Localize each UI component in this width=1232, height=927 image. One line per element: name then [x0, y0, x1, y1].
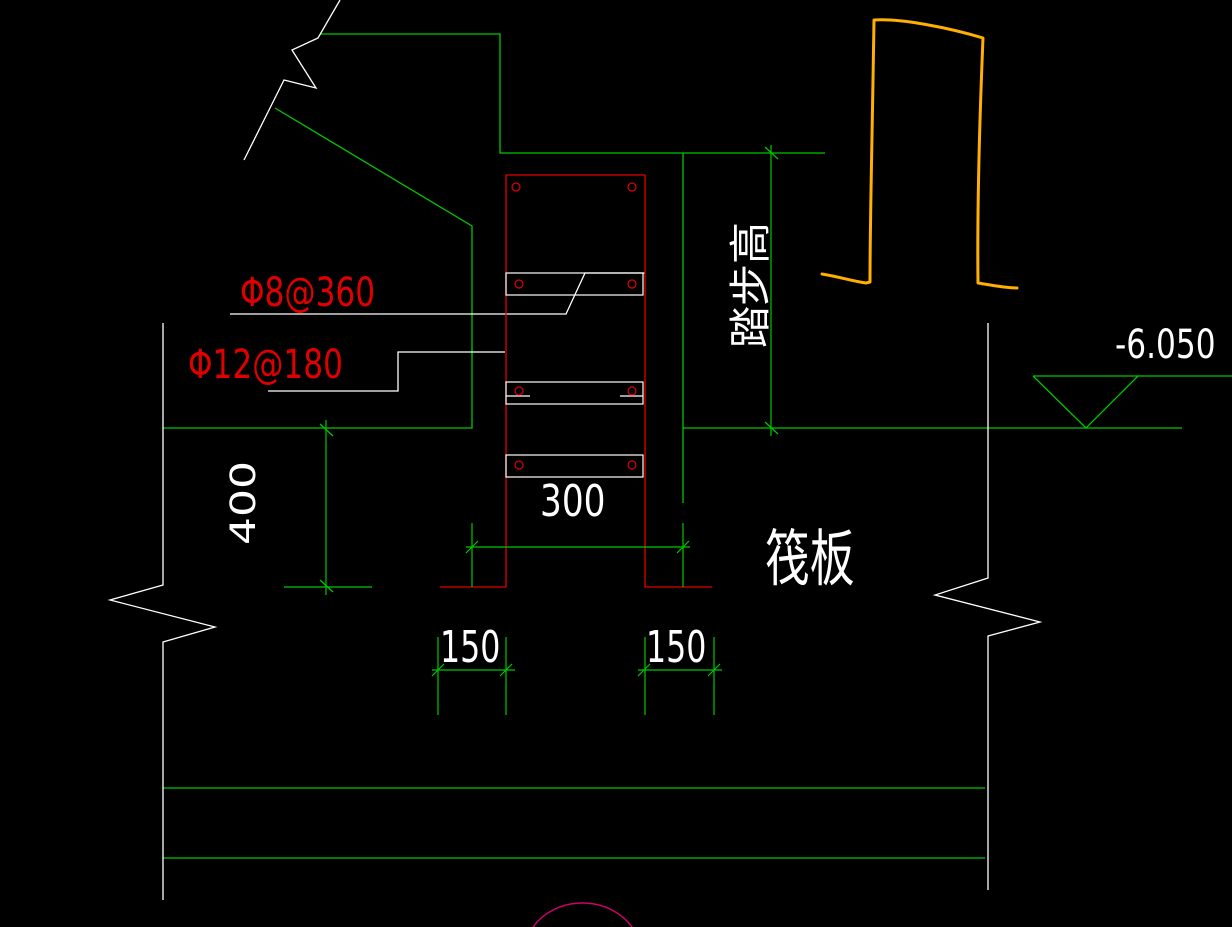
- dim-right-150-label: 150: [646, 622, 706, 674]
- rebar-longitudinal-label: Φ12@180: [188, 342, 343, 388]
- rebar-stirrup-label: Φ8@360: [240, 270, 375, 316]
- stirrup-ties: [505, 272, 644, 478]
- dim-300-label: 300: [540, 476, 605, 527]
- bottom-arc: [532, 902, 633, 927]
- rebar-dots: [511, 182, 637, 470]
- elevation-label: -6.050: [1115, 322, 1216, 368]
- markup-sketch: [820, 18, 1019, 290]
- dimension-lines: [284, 145, 779, 715]
- raft-slab-label: 筏板: [765, 523, 855, 595]
- boundary-lines: [107, 0, 1043, 900]
- concrete-outline: [163, 33, 1232, 859]
- step-height-label: 踏步高: [726, 222, 775, 348]
- dim-left-150-label: 150: [440, 622, 500, 674]
- dim-400-label: 400: [224, 461, 264, 545]
- rebar-cage: [440, 174, 712, 588]
